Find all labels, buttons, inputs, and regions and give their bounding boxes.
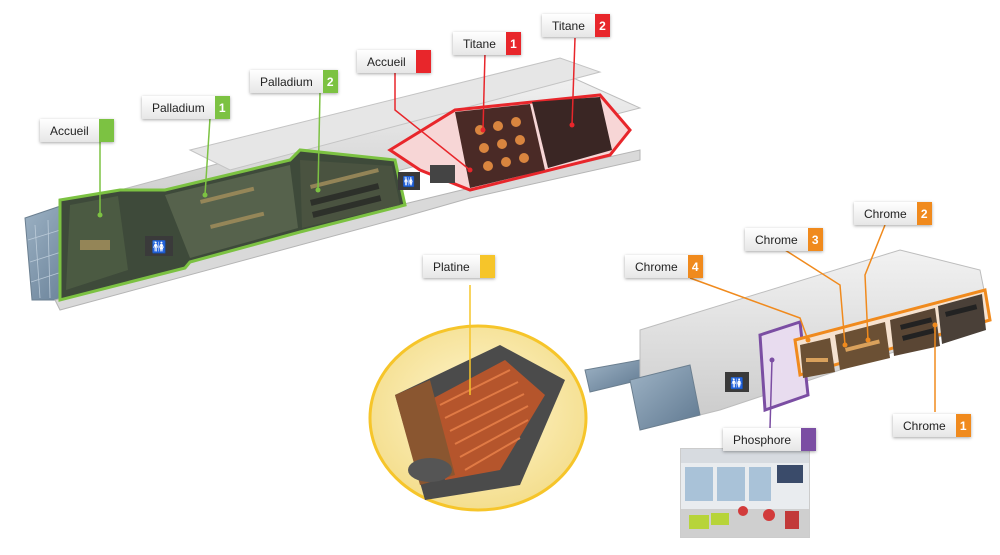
label-badge: 2	[594, 14, 610, 37]
accueil-red-desk	[430, 165, 455, 183]
label-text: Accueil	[40, 119, 99, 142]
label-text: Chrome	[625, 255, 688, 278]
label-titane-2[interactable]: Titane 2	[542, 14, 610, 37]
label-palladium-2[interactable]: Palladium 2	[250, 70, 338, 93]
platine-seating	[430, 360, 545, 480]
label-badge: 3	[807, 228, 823, 251]
label-badge: 4	[687, 255, 703, 278]
leader-dots	[97, 122, 938, 363]
label-badge: 2	[916, 202, 932, 225]
restroom-icon	[725, 372, 749, 392]
label-badge	[98, 119, 114, 142]
palladium-1-room	[165, 165, 298, 258]
label-palladium-1[interactable]: Palladium 1	[142, 96, 230, 119]
phosphore-photo-image	[681, 449, 809, 537]
label-chrome-3[interactable]: Chrome 3	[745, 228, 823, 251]
label-titane-1[interactable]: Titane 1	[453, 32, 521, 55]
label-badge	[479, 255, 495, 278]
restroom-icon	[398, 172, 420, 190]
label-text: Accueil	[357, 50, 416, 73]
svg-text:🚻: 🚻	[730, 377, 744, 390]
label-phosphore[interactable]: Phosphore	[723, 428, 817, 451]
label-text: Phosphore	[723, 428, 802, 451]
platine-hall	[368, 324, 588, 512]
label-chrome-2[interactable]: Chrome 2	[854, 202, 932, 225]
lower-building: 🚻	[584, 249, 992, 431]
label-text: Titane	[542, 14, 595, 37]
label-badge: 1	[214, 96, 230, 119]
label-badge	[801, 428, 817, 451]
label-text: Palladium	[250, 70, 323, 93]
leader-lines	[99, 37, 936, 429]
restroom-icon	[145, 236, 173, 256]
phosphore-photo	[680, 448, 810, 538]
label-accueil-red[interactable]: Accueil	[357, 50, 431, 73]
label-text: Chrome	[745, 228, 808, 251]
label-badge: 1	[955, 414, 971, 437]
titane-2-room	[532, 97, 612, 168]
label-text: Platine	[423, 255, 480, 278]
label-text: Titane	[453, 32, 506, 55]
svg-text:🚻: 🚻	[403, 175, 415, 188]
label-badge: 2	[322, 70, 338, 93]
upper-building: 🚻 🚻	[24, 57, 642, 311]
label-platine[interactable]: Platine	[423, 255, 495, 278]
label-chrome-4[interactable]: Chrome 4	[625, 255, 703, 278]
label-chrome-1[interactable]: Chrome 1	[893, 414, 971, 437]
label-accueil-green[interactable]: Accueil	[40, 119, 114, 142]
svg-text:🚻: 🚻	[152, 240, 167, 254]
label-text: Chrome	[893, 414, 956, 437]
label-text: Chrome	[854, 202, 917, 225]
label-badge: 1	[505, 32, 521, 55]
label-badge	[415, 50, 431, 73]
label-text: Palladium	[142, 96, 215, 119]
